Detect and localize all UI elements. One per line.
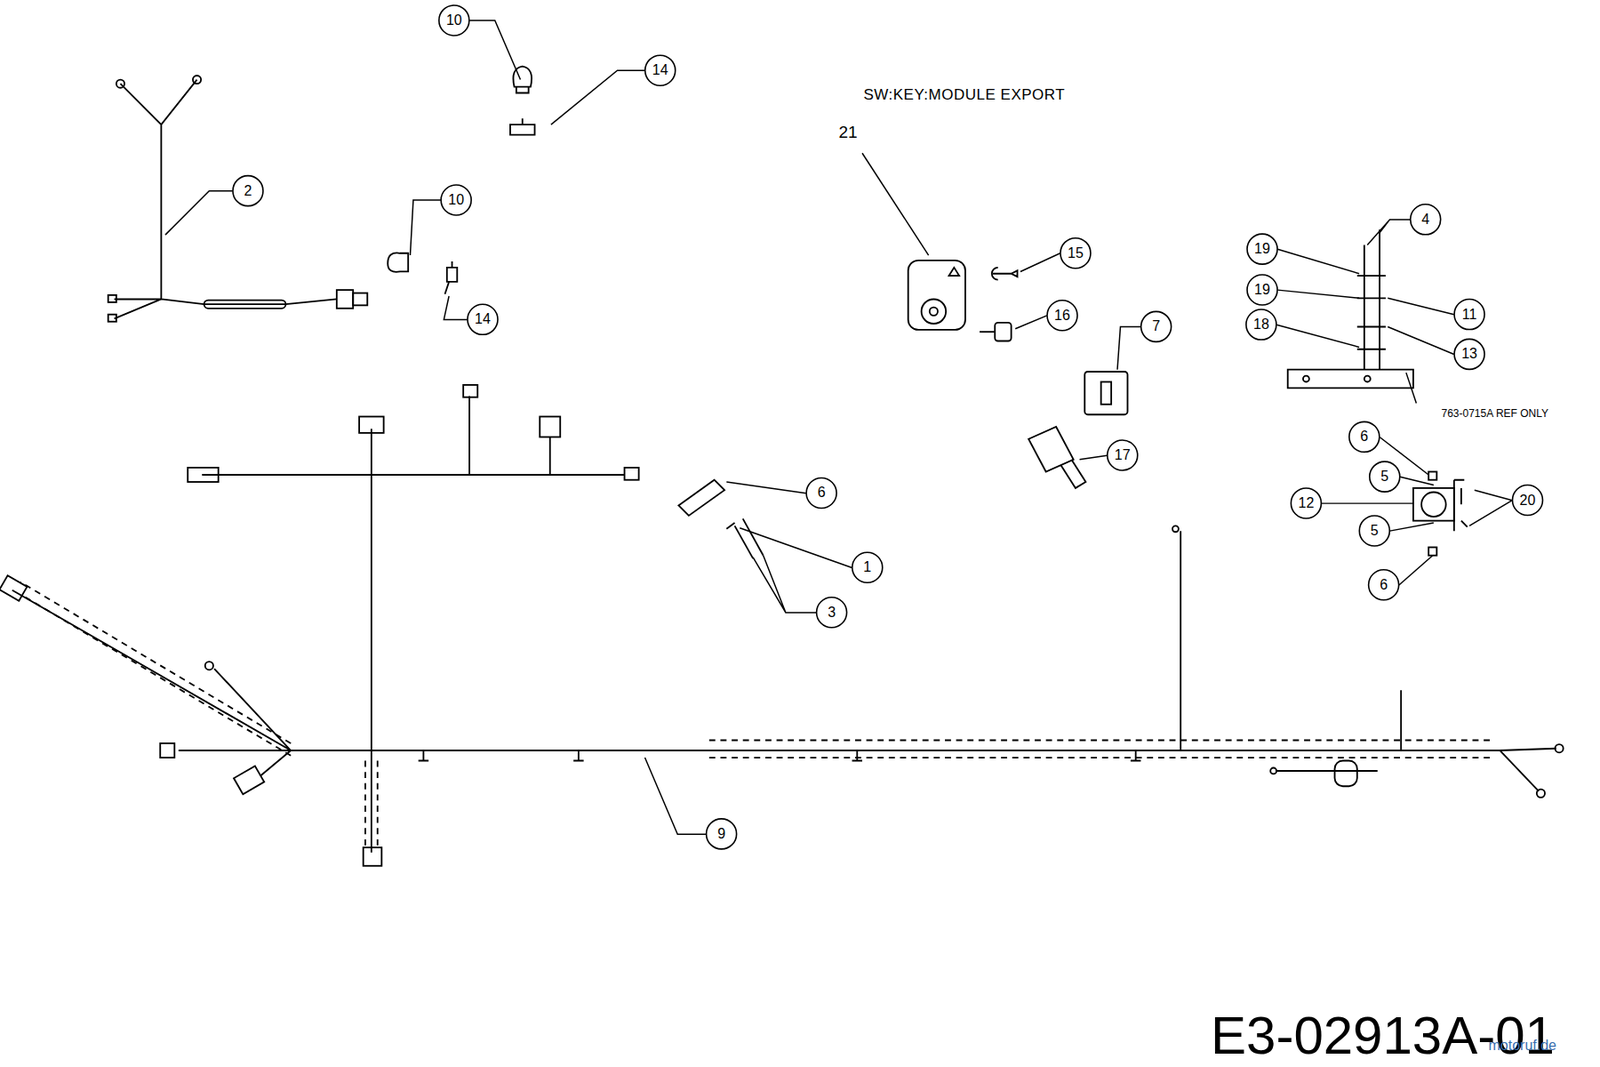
callout-number: 21 [838,123,857,141]
callout-number: 12 [1297,496,1314,511]
callout-number: 4 [1421,212,1430,227]
callout-circle [1060,238,1091,269]
callout-circle [706,818,737,849]
callout-circle [1247,274,1278,305]
callout-number: 15 [1067,246,1084,261]
callout-number: 14 [652,63,669,78]
callout-circle [1349,421,1380,452]
callout-number: 10 [446,13,463,28]
callout-number: 10 [448,192,464,208]
callout-circle [1454,299,1485,330]
callout-circle [816,597,848,628]
callout-circle [232,176,264,207]
callout-circle [806,477,837,508]
callout-circle [1290,488,1321,519]
callout-circle [645,55,676,86]
callout-circle [852,552,883,583]
callout-circle [467,304,498,335]
callout-number: 14 [474,312,491,327]
callout-circle [1512,485,1543,516]
callout-number: 2 [244,184,253,199]
callout-number: 11 [1462,307,1478,322]
callout-number: 17 [1114,448,1131,463]
callout-circle [1141,311,1172,342]
callout-number: 6 [1379,577,1388,592]
callout-number: 18 [1253,317,1270,332]
callout-number: 6 [1360,429,1368,444]
module-note: SW:KEY:MODULE EXPORT [863,86,1065,102]
callout-number: 16 [1054,308,1071,323]
callout-circle [1454,338,1485,369]
callout-circle [1410,204,1441,235]
callout-number: 7 [1152,319,1160,334]
callout-number: 5 [1370,523,1379,538]
callout-number: 1 [863,560,872,575]
callout-number: 6 [817,485,826,500]
callout-number: 3 [827,605,836,620]
watermark: motoruf.de [1488,1038,1557,1053]
reference-note: 763-0715A REF ONLY [1440,408,1549,419]
callout-number: 13 [1461,346,1478,361]
diagram-number: E3-02913A-01 [1210,1008,1555,1063]
callout-number: 9 [717,826,726,841]
callout-circle [1047,300,1078,331]
callout-circle [1247,233,1278,264]
callout-circle [1369,461,1400,492]
callout-circle [1368,569,1400,600]
callout-circle [1107,440,1138,471]
callout-circle [440,184,472,216]
callout-number: 5 [1380,469,1389,484]
callout-circle [1246,309,1277,340]
callout-circle [1359,515,1390,546]
callout-number: 20 [1520,493,1536,508]
callout-number: 19 [1254,241,1271,256]
callout-number: 19 [1254,282,1271,297]
callout-circle [439,5,470,36]
